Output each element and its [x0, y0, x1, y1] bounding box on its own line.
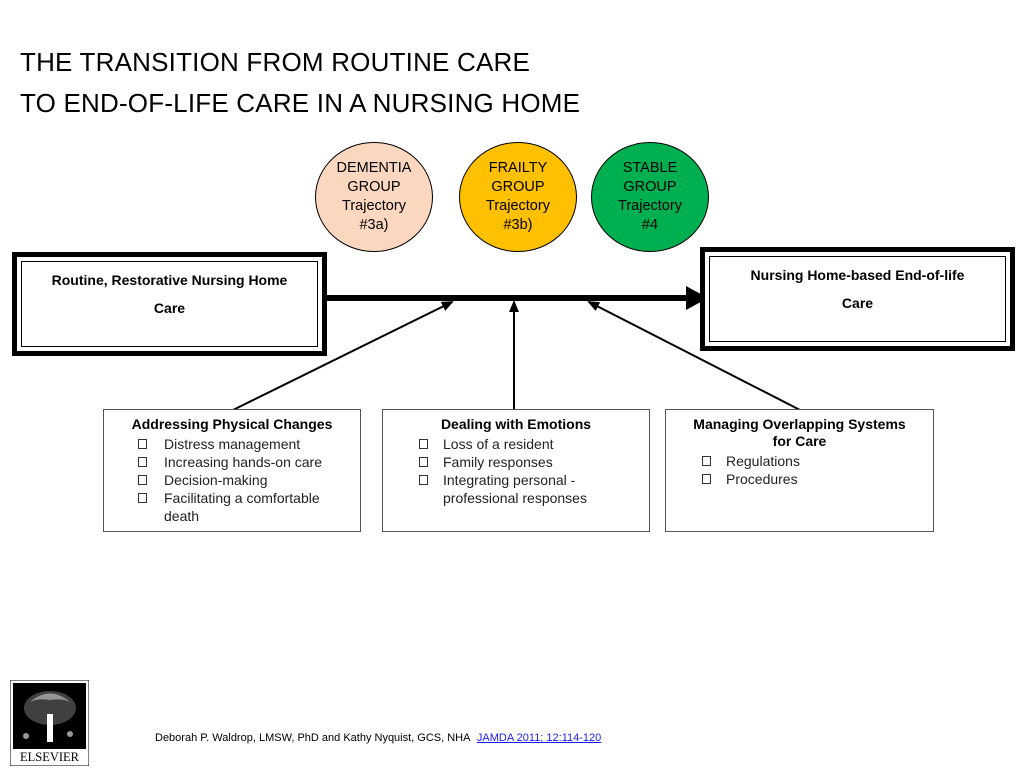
bullet-box-icon: [138, 457, 147, 467]
list-item: Facilitating a comfortable: [114, 489, 350, 507]
bullet-box-icon: [419, 439, 428, 449]
bullet-box-icon: [419, 457, 428, 467]
list-item-text: death: [164, 508, 200, 524]
bullet-box-icon: [138, 439, 147, 449]
routine-care-box: Routine, Restorative Nursing Home Care: [12, 252, 327, 356]
group-circle-line: GROUP: [347, 179, 401, 195]
citation-authors: Deborah P. Waldrop, LMSW, PhD and Kathy …: [155, 732, 470, 744]
logo-wordmark: ELSEVIER: [20, 750, 80, 764]
dementia-group-circle: DEMENTIA GROUP Trajectory #3a): [315, 142, 433, 252]
group-circle-line: STABLE: [622, 160, 678, 176]
overlapping-systems-list: Regulations Procedures: [676, 452, 923, 488]
list-item-text: Distress management: [164, 436, 301, 452]
group-circle-line: Trajectory: [342, 198, 406, 214]
group-circle-line: #4: [641, 217, 659, 233]
overlapping-systems-box: Managing Overlapping Systems for Care Re…: [665, 409, 934, 532]
bullet-box-icon: [702, 456, 711, 466]
group-circle-line: DEMENTIA: [336, 160, 412, 176]
list-item: Loss of a resident: [393, 435, 639, 453]
group-circle-line: Trajectory: [618, 198, 682, 214]
list-item-continuation: death: [114, 507, 350, 525]
bullet-box-icon: [702, 474, 711, 484]
list-item-continuation: professional responses: [393, 489, 639, 507]
end-of-life-care-label-line-2: Care: [841, 295, 874, 311]
list-item-text: Family responses: [443, 454, 553, 470]
group-circle-line: FRAILTY: [488, 160, 548, 176]
list-item: Decision-making: [114, 471, 350, 489]
bullet-box-icon: [419, 475, 428, 485]
routine-care-label-line-1: Routine, Restorative Nursing Home: [51, 272, 288, 288]
list-item-text: professional responses: [443, 490, 587, 506]
list-item-text: Procedures: [726, 471, 798, 487]
group-circle-line: GROUP: [623, 179, 677, 195]
elsevier-logo[interactable]: ELSEVIER: [10, 680, 89, 766]
overlapping-systems-heading-line-1: Managing Overlapping Systems: [693, 416, 906, 432]
slide-title-line-1: THE TRANSITION FROM ROUTINE CARE: [20, 47, 531, 77]
list-item: Integrating personal -: [393, 471, 639, 489]
physical-changes-list: Distress management Increasing hands-on …: [114, 435, 350, 525]
group-circle-line: Trajectory: [486, 198, 550, 214]
systems-arrow: [587, 301, 801, 411]
group-circle-line: #3b): [503, 217, 533, 233]
list-item-text: Increasing hands-on care: [164, 454, 322, 470]
list-item: Procedures: [676, 470, 923, 488]
slide-title-line-2: TO END-OF-LIFE CARE IN A NURSING HOME: [20, 88, 581, 118]
list-item-text: Facilitating a comfortable: [164, 490, 320, 506]
overlapping-systems-heading-line-2: for Care: [772, 433, 827, 449]
physical-changes-box: Addressing Physical Changes Distress man…: [103, 409, 361, 532]
transition-arrow-head: [686, 286, 708, 310]
end-of-life-care-box: Nursing Home-based End-of-life Care: [700, 247, 1015, 351]
group-circle-line: GROUP: [491, 179, 545, 195]
group-circle-line: #3a): [359, 217, 389, 233]
citation: Deborah P. Waldrop, LMSW, PhD and Kathy …: [155, 731, 601, 745]
citation-reference-link[interactable]: JAMDA 2011; 12:114-120: [476, 732, 602, 744]
emotions-box: Dealing with Emotions Loss of a resident…: [382, 409, 650, 532]
end-of-life-care-inner-border: Nursing Home-based End-of-life Care: [709, 256, 1006, 342]
physical-changes-arrow: [232, 301, 454, 411]
physical-changes-heading: Addressing Physical Changes: [131, 416, 333, 432]
routine-care-label-line-2: Care: [153, 300, 186, 316]
end-of-life-care-label-line-1: Nursing Home-based End-of-life: [750, 267, 965, 283]
list-item-text: Regulations: [726, 453, 800, 469]
bullet-box-icon: [138, 493, 147, 503]
bullet-box-icon: [138, 475, 147, 485]
list-item: Increasing hands-on care: [114, 453, 350, 471]
emotions-heading: Dealing with Emotions: [440, 416, 592, 432]
list-item: Family responses: [393, 453, 639, 471]
list-item-text: Decision-making: [164, 472, 268, 488]
stable-group-circle: STABLE GROUP Trajectory #4: [591, 142, 709, 252]
list-item: Regulations: [676, 452, 923, 470]
list-item-text: Loss of a resident: [443, 436, 554, 452]
frailty-group-circle: FRAILTY GROUP Trajectory #3b): [459, 142, 577, 252]
list-item: Distress management: [114, 435, 350, 453]
emotions-list: Loss of a resident Family responses Inte…: [393, 435, 639, 507]
routine-care-inner-border: Routine, Restorative Nursing Home Care: [21, 261, 318, 347]
list-item-text: Integrating personal -: [443, 472, 576, 488]
slide-title: THE TRANSITION FROM ROUTINE CARE TO END-…: [20, 42, 580, 124]
